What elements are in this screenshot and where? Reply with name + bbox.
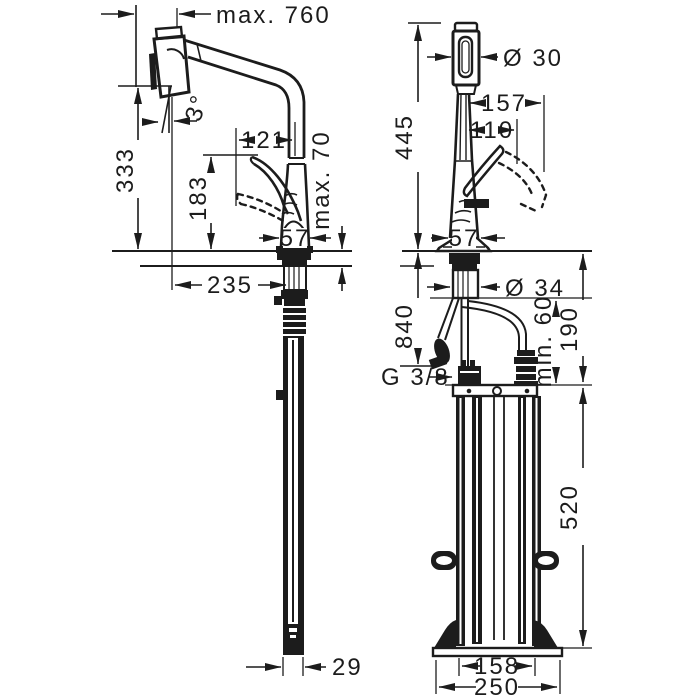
dim-min-60: min. 60 [530, 295, 560, 388]
dim-520: 520 [556, 400, 587, 647]
dim-max-70: max. 70 [308, 130, 346, 291]
dim-label-max-760: max. 760 [216, 2, 331, 29]
dim-label-121: 121 [241, 127, 287, 154]
dim-250: 250 [435, 660, 561, 700]
dim-label-840: 840 [391, 303, 418, 349]
dim-158: 158 [458, 653, 536, 680]
sbox-front [431, 383, 592, 658]
dim-g38: G 3/8 [381, 364, 453, 391]
handle-lowered-dashed [235, 192, 287, 224]
dim-157: 157 [469, 90, 545, 172]
dim-label-g38: G 3/8 [381, 364, 450, 391]
pullout-hose [400, 297, 460, 370]
dim-110: 110 [468, 117, 518, 164]
dim-label-520: 520 [556, 484, 583, 530]
dim-max-760: max. 760 [101, 2, 331, 87]
base-and-shank-side [274, 246, 313, 334]
dim-label-dia-30: Ø 30 [503, 45, 563, 72]
dim-label-dia-34: Ø 34 [505, 275, 565, 302]
foot-left [434, 620, 456, 648]
spout-front [448, 93, 480, 239]
handle-swung-dashed [497, 150, 548, 213]
dim-label-235: 235 [207, 272, 253, 299]
spray-head-side [149, 25, 191, 99]
spray-head-front [451, 21, 481, 95]
connection-hoses [458, 298, 538, 385]
dim-183: 183 [185, 154, 258, 250]
handle-side [249, 155, 303, 222]
dim-57-left: 57 [259, 225, 331, 252]
base-plate [431, 646, 564, 658]
dim-label-min-60: min. 60 [530, 295, 557, 388]
dim-label-max-70: max. 70 [308, 130, 335, 229]
dim-label-29: 29 [332, 654, 363, 681]
dim-label-157: 157 [481, 90, 527, 117]
dim-235: 235 [171, 97, 287, 299]
dim-190: 190 [556, 253, 587, 404]
dim-121: 121 [235, 122, 296, 206]
right-view-faucet-front [400, 21, 592, 658]
sbox-side-profile [276, 336, 304, 655]
dim-label-445: 445 [391, 114, 418, 160]
dim-445: 445 [391, 22, 441, 250]
dim-dia-30: Ø 30 [427, 45, 563, 72]
handle-front [462, 144, 505, 208]
dim-label-3deg: 3° [180, 91, 214, 125]
dim-label-158: 158 [474, 653, 520, 680]
dim-label-57-left: 57 [280, 225, 311, 252]
foot-right [534, 620, 558, 648]
dim-label-250: 250 [474, 674, 520, 700]
dim-label-57-right: 57 [449, 225, 480, 252]
dim-dia-34: Ø 34 [427, 275, 565, 302]
dim-label-190: 190 [556, 306, 583, 352]
dim-label-110: 110 [470, 117, 514, 144]
dim-333: 333 [112, 85, 172, 250]
dim-label-333: 333 [112, 147, 139, 193]
dim-57-right: 57 [431, 225, 505, 252]
dim-840: 840 [391, 252, 422, 365]
shank-front [449, 253, 480, 300]
dim-29: 29 [246, 654, 363, 681]
dim-label-183: 183 [185, 175, 212, 221]
